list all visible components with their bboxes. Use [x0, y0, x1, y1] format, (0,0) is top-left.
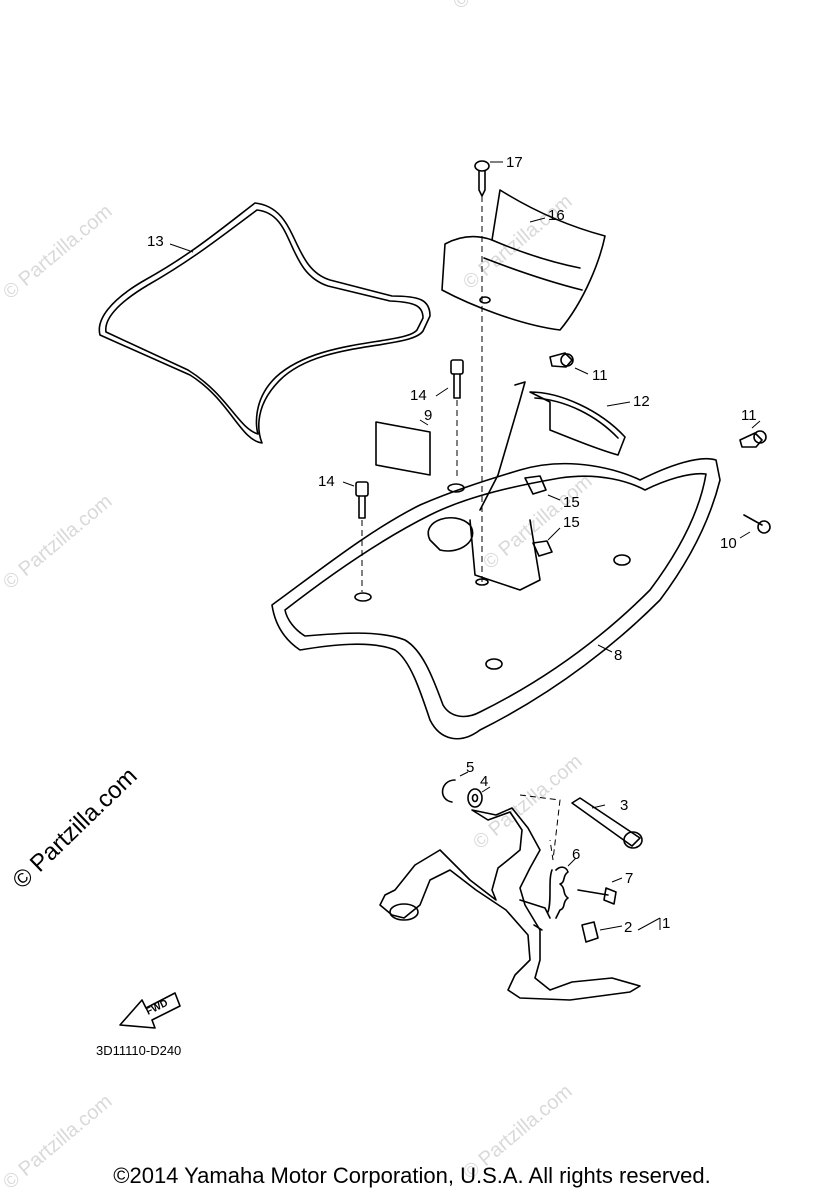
- watermarks: © Partzilla.com © Partzilla.com © Partzi…: [0, 0, 596, 1194]
- diagram-code: 3D11110-D240: [96, 1043, 182, 1058]
- part-10-screw: 10: [720, 514, 771, 552]
- callout-9: 9: [424, 407, 432, 424]
- callout-12: 12: [633, 393, 650, 410]
- part-4-washer: 4: [467, 773, 491, 808]
- part-14-left-bolt: 14: [318, 473, 369, 592]
- callout-10: 10: [720, 535, 737, 552]
- part-11-upper-fastener: 11: [549, 352, 608, 384]
- fwd-label: FWD: [144, 998, 169, 1018]
- fwd-arrow-icon: FWD: [119, 992, 181, 1029]
- part-15-nut-upper: 15: [524, 475, 580, 511]
- part-5-clip: 5: [441, 759, 474, 803]
- watermark-large: © Partzilla.com: [7, 763, 142, 895]
- part-8-footboard: 8: [271, 381, 721, 740]
- part-17-screw: 17: [474, 154, 523, 197]
- part-13-floor-mat: 13: [98, 202, 431, 444]
- callout-1: 1: [662, 915, 670, 932]
- callout-8: 8: [614, 647, 622, 664]
- part-9-pad: 9: [375, 407, 432, 476]
- watermark-text: © Partzilla.com: [459, 190, 576, 293]
- watermark-text: © Partzilla.com: [0, 490, 116, 593]
- callout-3: 3: [620, 797, 628, 814]
- part-1-main-stand: 1: [379, 807, 670, 1001]
- part-14-upper-bolt: 14: [410, 359, 464, 480]
- part-11-right-fastener: 11: [739, 407, 767, 448]
- callout-7: 7: [625, 870, 633, 887]
- callout-17: 17: [506, 154, 523, 171]
- callout-13: 13: [147, 233, 164, 250]
- watermark-text: © Partzilla.com: [469, 750, 586, 853]
- callout-15-lower: 15: [563, 514, 580, 531]
- watermark-text: © Partzilla.com: [449, 0, 566, 14]
- part-6-spring: 6: [547, 846, 580, 919]
- callout-15-upper: 15: [563, 494, 580, 511]
- part-2-cap: 2: [581, 919, 632, 943]
- callout-11-upper: 11: [592, 367, 608, 384]
- callout-6: 6: [572, 846, 580, 863]
- callout-14-left: 14: [318, 473, 335, 490]
- callout-2: 2: [624, 919, 632, 936]
- callout-11-right: 11: [741, 407, 757, 424]
- part-16-cover: 16: [441, 189, 606, 331]
- part-15-nut-lower: 15: [532, 514, 580, 557]
- callout-16: 16: [548, 207, 565, 224]
- part-3-pin: 3: [519, 794, 643, 861]
- part-7-bolt: 7: [577, 870, 633, 905]
- callout-5: 5: [466, 759, 474, 776]
- watermark-text: © Partzilla.com: [0, 200, 116, 303]
- copyright-notice: ©2014 Yamaha Motor Corporation, U.S.A. A…: [113, 1163, 711, 1188]
- part-12-bracket: 12: [529, 391, 650, 456]
- callout-14-upper: 14: [410, 387, 427, 404]
- callout-4: 4: [480, 773, 488, 790]
